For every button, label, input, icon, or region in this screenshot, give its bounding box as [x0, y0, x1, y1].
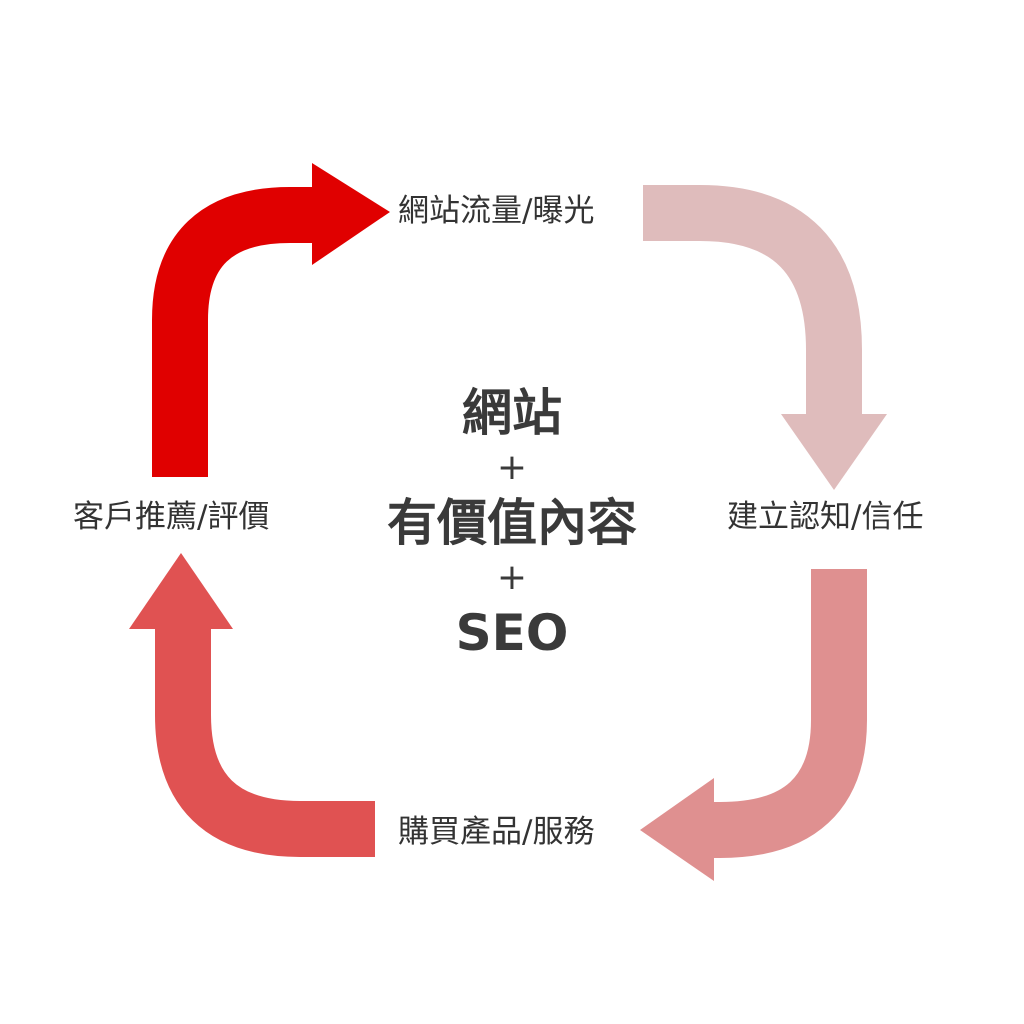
node-label-purchase: 購買產品/服務 — [398, 814, 595, 850]
arrow-left-to-top-head — [312, 163, 390, 265]
arrow-top-to-right-head — [781, 414, 887, 490]
center-plus-1: + — [496, 447, 528, 488]
center-line-content: 有價值內容 — [387, 494, 637, 552]
arrow-right-to-bottom-body — [712, 569, 867, 858]
arrow-bottom-to-left-head — [129, 553, 233, 629]
node-label-referral: 客戶推薦/評價 — [73, 499, 270, 535]
arrow-top-to-right-body — [643, 185, 862, 418]
arrow-bottom-to-left-body — [155, 625, 375, 857]
arrow-left-to-top-body — [152, 187, 320, 477]
arrow-top-to-right — [643, 185, 887, 490]
arrow-left-to-top — [152, 163, 390, 477]
arrow-right-to-bottom-head — [640, 778, 714, 881]
node-label-trust: 建立認知/信任 — [727, 499, 924, 535]
center-formula: 網站 + 有價值內容 + SEO — [362, 384, 662, 662]
arrow-right-to-bottom — [640, 569, 867, 881]
center-line-website: 網站 — [462, 384, 562, 442]
center-plus-2: + — [496, 557, 528, 598]
center-line-seo: SEO — [455, 604, 569, 662]
arrow-bottom-to-left — [129, 553, 375, 857]
node-label-traffic: 網站流量/曝光 — [398, 193, 595, 229]
